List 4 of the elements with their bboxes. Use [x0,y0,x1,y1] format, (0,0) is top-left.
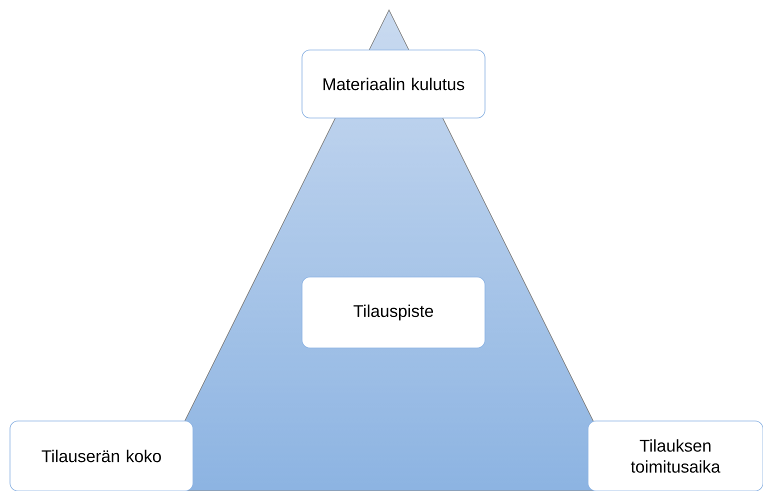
label-box: Tilauserän koko [10,420,194,491]
label-box: Tilauksen toimitusaika [588,420,763,491]
label-box: Tilauspiste [302,276,486,348]
label-box: Materiaalin kulutus [302,50,486,118]
